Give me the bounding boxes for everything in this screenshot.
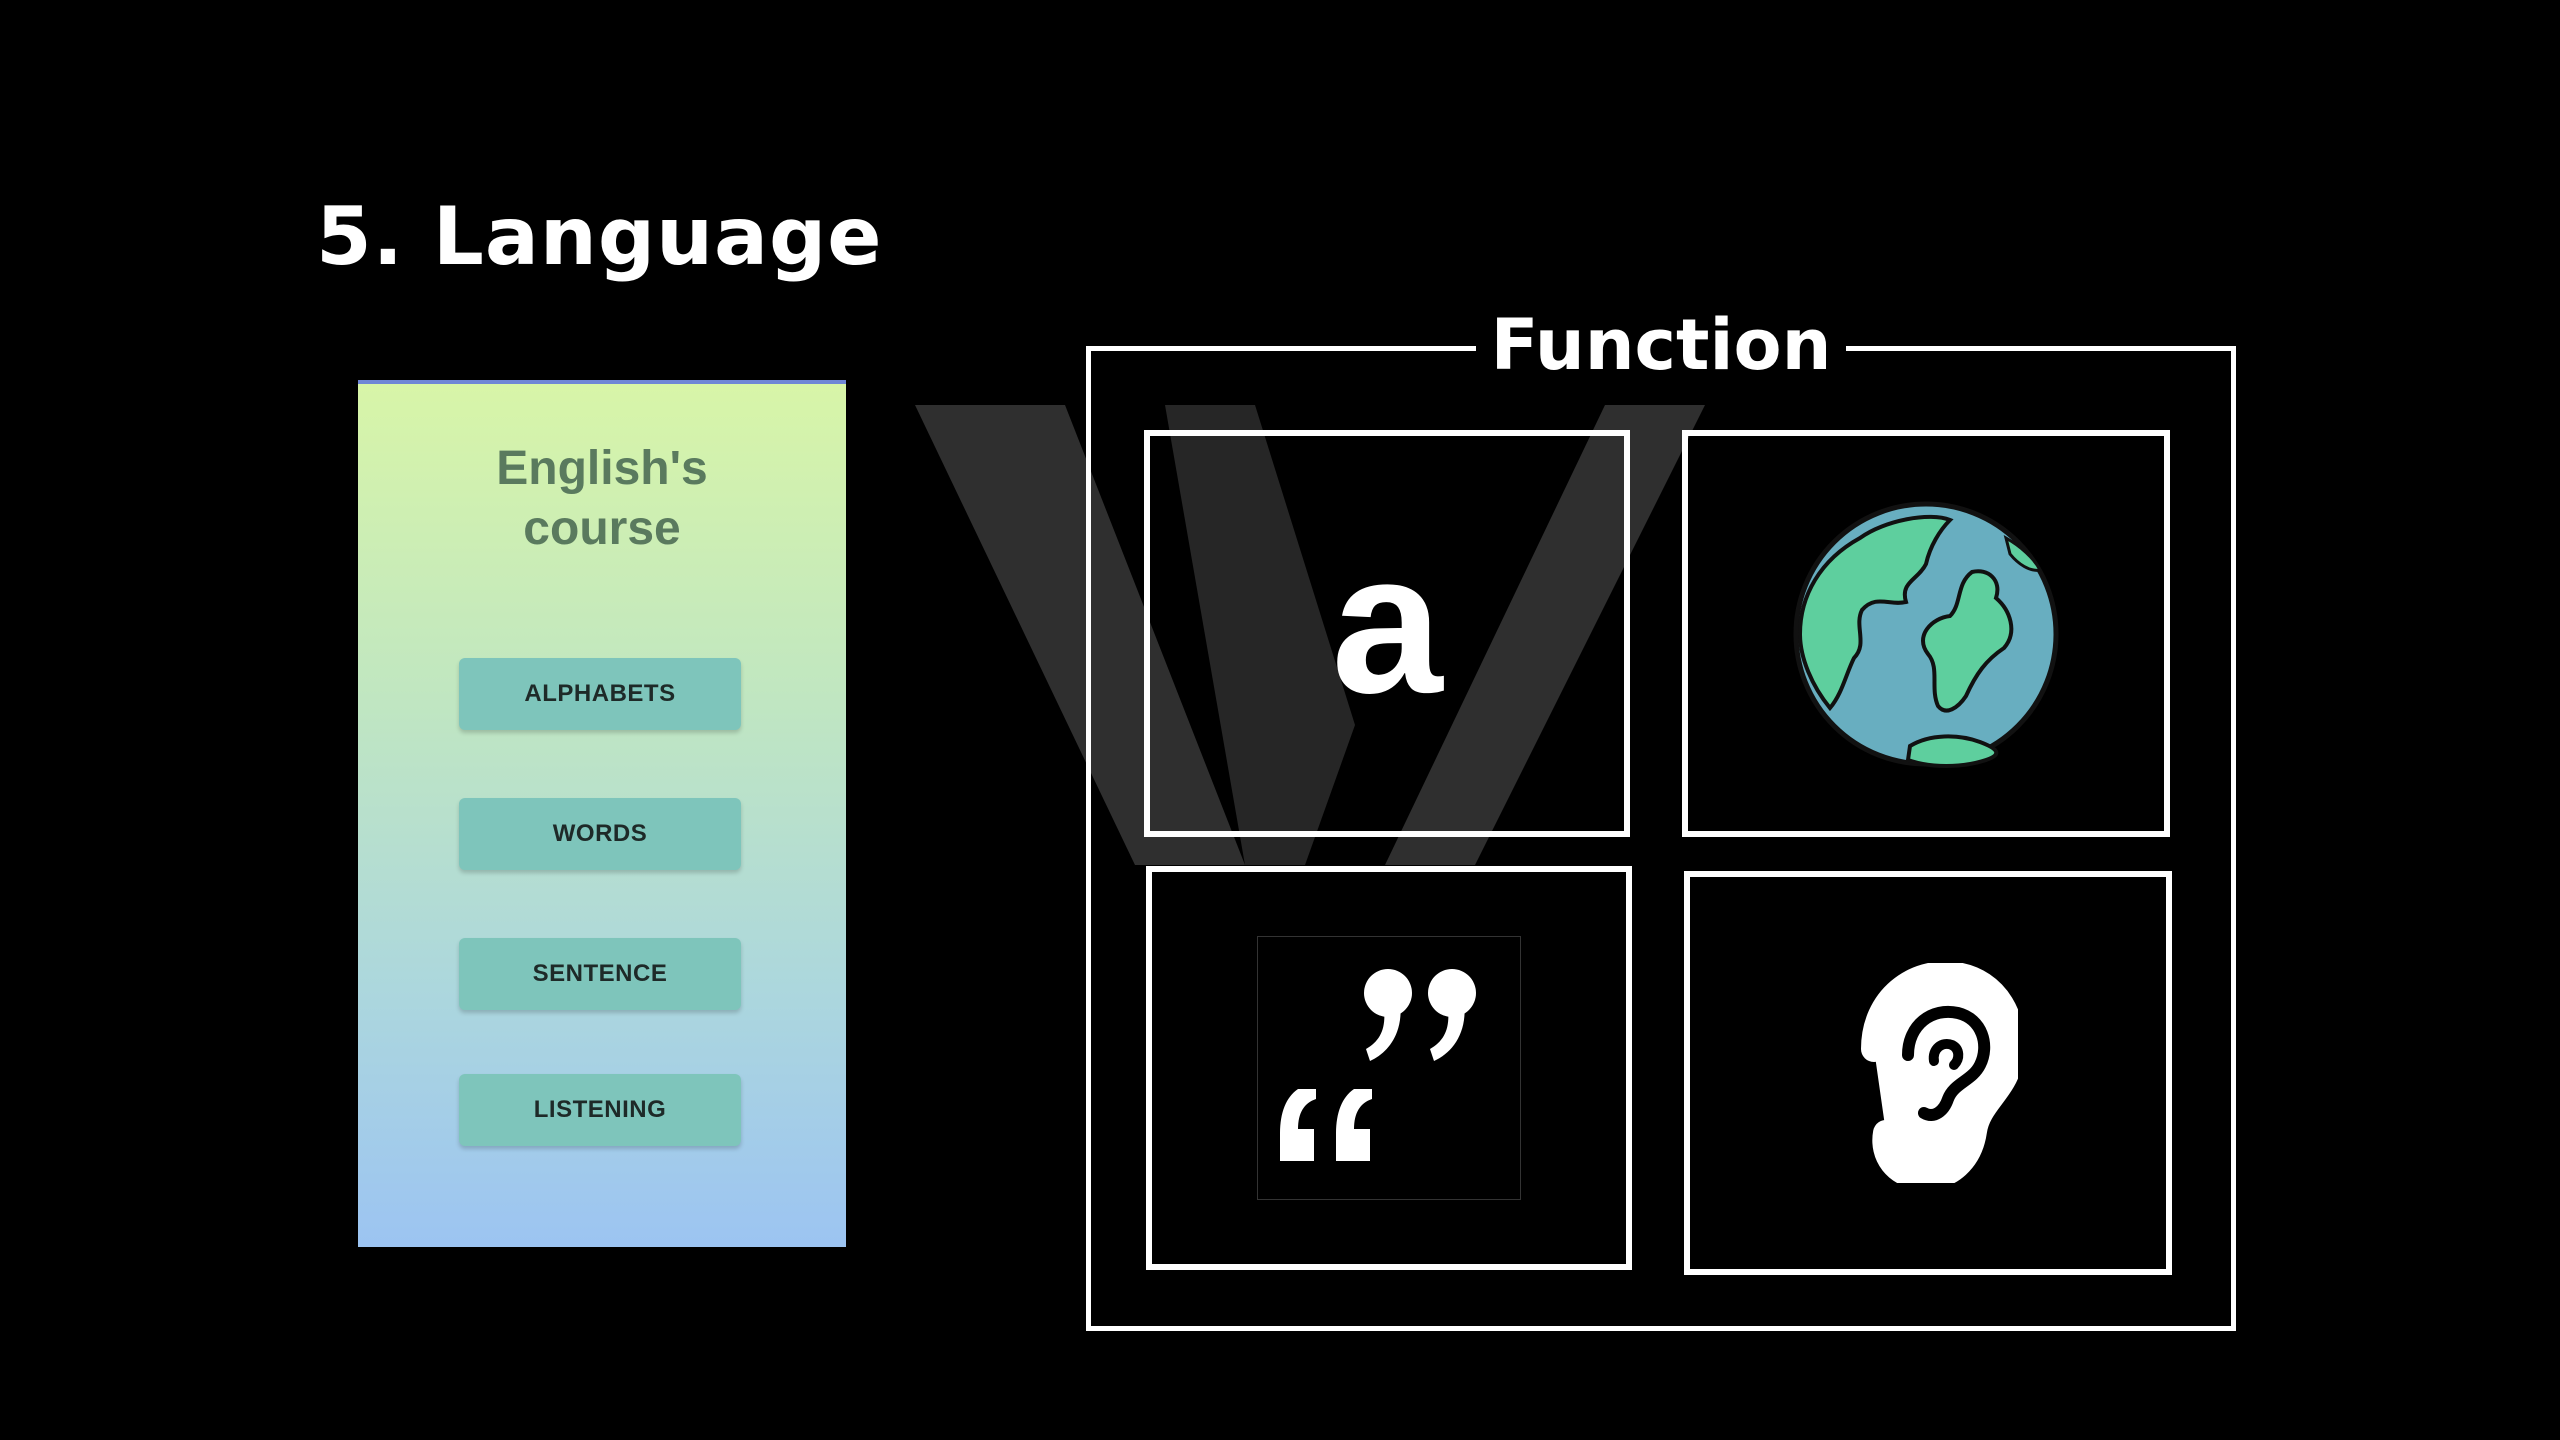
slide-title: 5. Language <box>316 190 883 283</box>
alphabets-tile[interactable]: a <box>1144 430 1630 837</box>
quote-icon <box>1280 969 1476 1161</box>
sentence-button[interactable]: SENTENCE <box>459 938 741 1010</box>
sentence-tile[interactable] <box>1146 866 1632 1270</box>
quote-icon-frame <box>1257 936 1521 1200</box>
words-button[interactable]: WORDS <box>459 798 741 870</box>
listening-button[interactable]: LISTENING <box>459 1074 741 1146</box>
globe-icon <box>1793 501 2059 768</box>
phone-title-line2: course <box>523 502 681 555</box>
function-label: Function <box>1476 300 1846 390</box>
alphabets-button[interactable]: ALPHABETS <box>459 658 741 730</box>
phone-app-title: English's course <box>358 439 846 559</box>
letter-a-icon: a <box>1331 511 1443 735</box>
phone-title-line1: English's <box>496 442 708 495</box>
ear-icon <box>1861 963 2018 1183</box>
phone-screenshot: English's course ALPHABETS WORDS SENTENC… <box>358 380 846 1247</box>
listening-tile[interactable] <box>1684 871 2172 1275</box>
words-tile[interactable] <box>1682 430 2170 837</box>
